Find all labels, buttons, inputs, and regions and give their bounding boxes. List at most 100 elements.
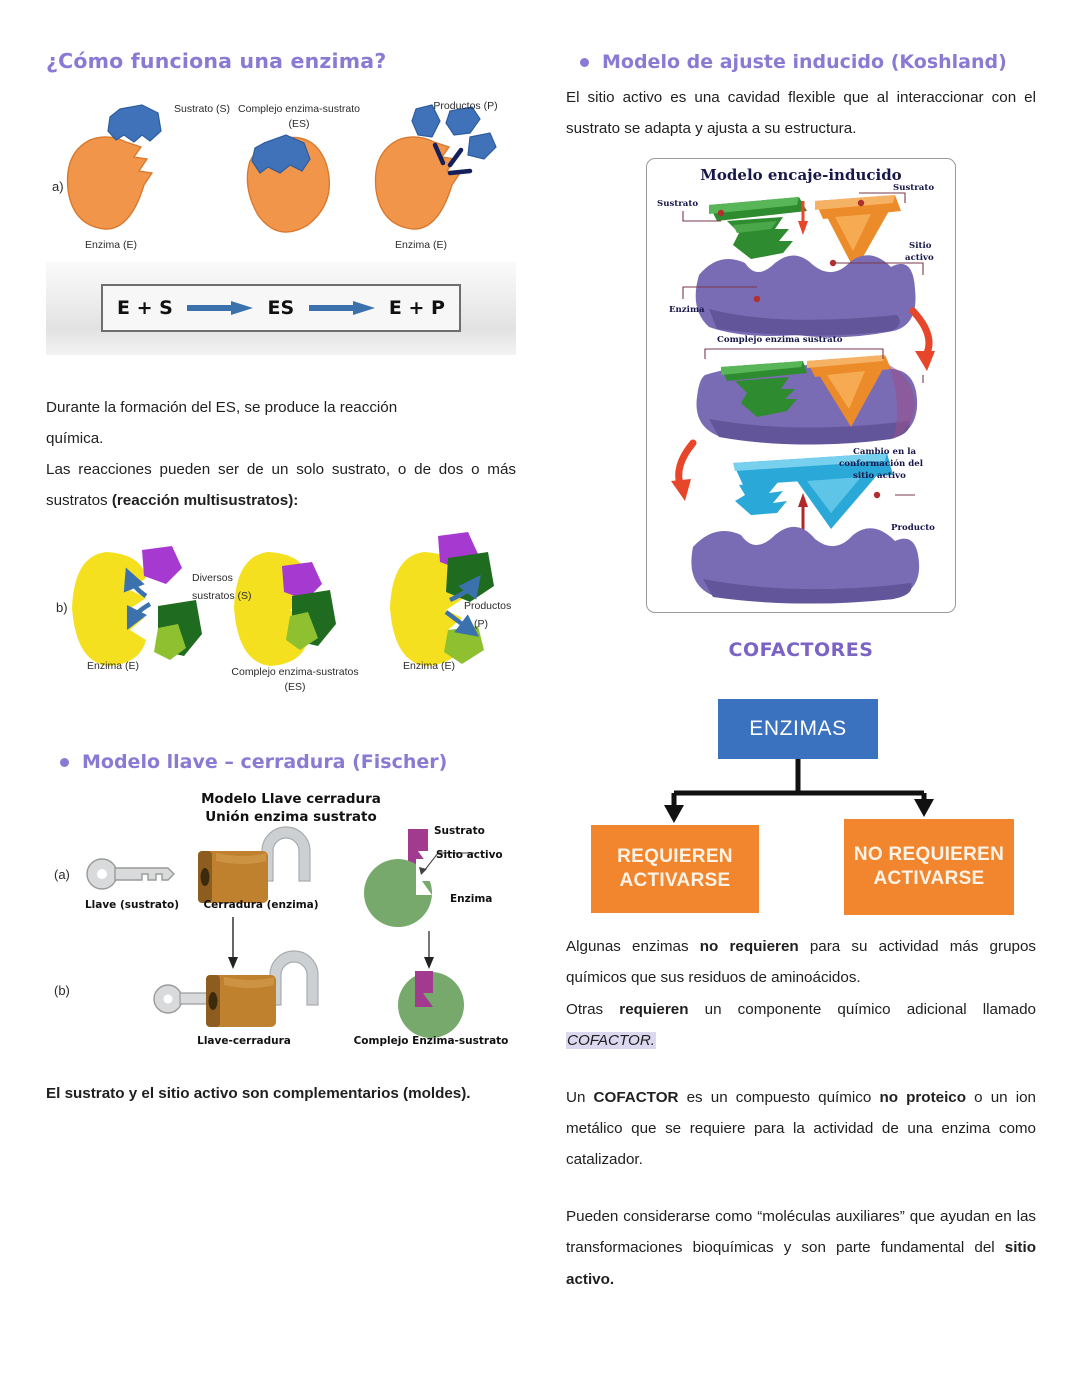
padlock-shape-a [198, 826, 311, 904]
heading-koshland-model: Modelo de ajuste inducido (Koshland) [566, 52, 1036, 73]
substrate-bound-shape [251, 133, 311, 174]
label-products-b-line1: Productos [464, 600, 512, 613]
page-title: ¿Cómo funciona una enzima? [46, 49, 387, 73]
paragraph-es-formation: Durante la formación del ES, se produce … [46, 392, 516, 423]
red-curved-arrow-icon-1 [909, 307, 935, 372]
label-complex-b-line2: (ES) [284, 681, 306, 694]
label-fit-substrate-right: Sustrato [893, 183, 935, 194]
figure-c-title-line2: Unión enzima sustrato [205, 808, 377, 825]
figure-fit-leaders [682, 192, 924, 496]
red-up-arrow-icon [798, 493, 808, 532]
paragraph-multisubstrate-bold: (reacción multisustratos): [111, 492, 299, 510]
label-complex-line1: Complejo enzima-sustrato [238, 102, 360, 115]
paragraph-otras-bold: requieren [619, 1000, 689, 1018]
heading-fischer-model: Modelo llave – cerradura (Fischer) [46, 752, 516, 773]
paragraph-otras-a: Otras [566, 1000, 620, 1018]
label-active-site-c: Sitio activo [436, 849, 503, 862]
flowchart-connectors [664, 759, 934, 824]
key-shape-a [86, 858, 175, 890]
paragraph-moleculas-auxiliares: Pueden considerarse como “moléculas auxi… [566, 1201, 1036, 1294]
figure-enzyme-substrate-reaction: a) Sustrato (S) [46, 95, 516, 370]
leader-dot-4 [753, 296, 761, 303]
label-complex-c: Complejo Enzima-sustrato [353, 1035, 509, 1048]
closing-statement-text: El sustrato y el sitio activo son comple… [46, 1085, 471, 1103]
flow-node-enzimas: ENZIMAS [718, 699, 878, 760]
figure-fit-title: Modelo encaje-inducido [700, 166, 902, 185]
complex-enzyme-substrate-fit [696, 355, 918, 445]
flow-node-requieren-activarse: REQUIEREN ACTIVARSE [591, 825, 759, 914]
substrate-violet-1 [142, 546, 182, 585]
paragraph-algunas-a: Algunas enzimas [566, 938, 700, 956]
highlighted-term-cofactor: COFACTOR. [566, 1031, 657, 1049]
curved-arrow-1 [123, 567, 148, 599]
product-fragment-2 [445, 105, 481, 136]
paragraph-otras-c: un componente químico adicional llamado [688, 1000, 1036, 1018]
paragraph-otras-requieren: Otras requieren un componente químico ad… [566, 994, 1036, 1056]
paragraph-def-bold-no-proteico: no proteico [879, 1088, 967, 1106]
leader-dot-1 [717, 210, 725, 217]
substrate-green-screw [709, 197, 807, 260]
equation-term-es: E + S [117, 296, 173, 319]
equation-term-ep: E + P [388, 296, 445, 319]
leader-dot-2 [857, 200, 865, 207]
paragraph-algunas-bold: no requieren [699, 938, 799, 956]
label-fit-active-site-line1: Sitio [909, 241, 932, 252]
label-enzyme-right: Enzima (E) [395, 238, 447, 251]
reaction-equation-box: E + S ES E + P [101, 283, 461, 332]
figure-c-panel-b: (b) [54, 983, 70, 999]
substrate-shape-c [408, 829, 428, 866]
substrate-violet-2 [282, 562, 322, 601]
leader-dot-3 [829, 260, 837, 267]
equation-term-complex: ES [267, 296, 295, 319]
product-fragment-3 [467, 131, 497, 160]
label-fit-change-line1: Cambio en la [853, 447, 917, 458]
substrate-orange-wedge [815, 195, 901, 272]
label-products-b-line2: (P) [474, 618, 488, 631]
enzyme-yellow-3 [390, 552, 464, 667]
label-fit-change-line2: conformación del [839, 459, 924, 470]
substrate-shape-1 [107, 103, 162, 143]
right-column: Modelo de ajuste inducido (Koshland) El … [566, 0, 1036, 1295]
red-curved-arrow-icon-2 [671, 439, 697, 502]
closing-statement: El sustrato y el sitio activo son comple… [46, 1078, 516, 1109]
paragraph-algunas-enzimas: Algunas enzimas no requieren para su act… [566, 931, 1036, 993]
active-site-pointer [419, 852, 474, 876]
paragraph-aux-a: Pueden considerarse como “moléculas auxi… [566, 1208, 1036, 1257]
figure-a-panel-letter: a) [52, 178, 64, 194]
cofactores-section-title: COFACTORES [728, 639, 874, 662]
figure-fit-graphic [671, 192, 935, 604]
leader-dot-5 [873, 492, 881, 499]
figure-lock-and-key: Modelo Llave cerradura Unión enzima sust… [46, 789, 516, 1054]
label-fit-substrate-left: Sustrato [657, 199, 699, 210]
label-fit-active-site-line2: activo [905, 253, 934, 264]
product-cyan-shape [733, 453, 893, 530]
label-diverse-substrates-line2: sustratos (S) [192, 590, 252, 603]
enzyme-purple-2 [691, 527, 920, 604]
figure-c-title-line1: Modelo Llave cerradura [201, 791, 381, 808]
figure-multisubstrate-reaction: b) [46, 532, 516, 704]
label-products: Productos (P) [433, 99, 498, 112]
label-fit-change-line3: sitio activo [853, 471, 906, 482]
figure-c-graphic [86, 826, 474, 1039]
enzyme-shape-3 [374, 135, 462, 230]
substrate-green-light-1 [154, 624, 186, 661]
paragraph-def-bold-cofactor: COFACTOR [593, 1088, 679, 1106]
left-column: ¿Cómo funciona una enzima? a) [46, 0, 516, 1109]
figure-b-panel-letter: b) [56, 600, 68, 616]
paragraph-aux-bold: sitio activo. [566, 1239, 1036, 1288]
flowchart-cofactores: ENZIMAS REQUIEREN ACTIVARSE NO REQUIEREN… [566, 665, 1036, 916]
heading-fischer-label: Modelo llave – cerradura (Fischer) [82, 751, 448, 774]
paragraph-es-line1: Durante la formación del ES, se produce … [46, 398, 398, 416]
label-enzyme-b-left: Enzima (E) [87, 660, 139, 673]
left-text-block-1: Durante la formación del ES, se produce … [46, 392, 516, 517]
label-key-lock: Llave-cerradura [197, 1035, 291, 1048]
paragraph-multisubstrate-plain: Las reacciones pueden ser de un solo sus… [46, 460, 516, 510]
curved-arrow-2 [126, 602, 152, 631]
paragraph-multisubstrate: Las reacciones pueden ser de un solo sus… [46, 454, 516, 516]
key-lock-shape-b [153, 950, 319, 1028]
paragraph-def-e: o un ion metálico que se requiere para l… [566, 1088, 1036, 1169]
paragraph-def-c: es un compuesto químico [678, 1088, 880, 1106]
curved-arrow-3 [449, 575, 481, 603]
label-substrate-c: Sustrato [434, 825, 485, 838]
label-fit-enzyme: Enzima [669, 305, 705, 316]
